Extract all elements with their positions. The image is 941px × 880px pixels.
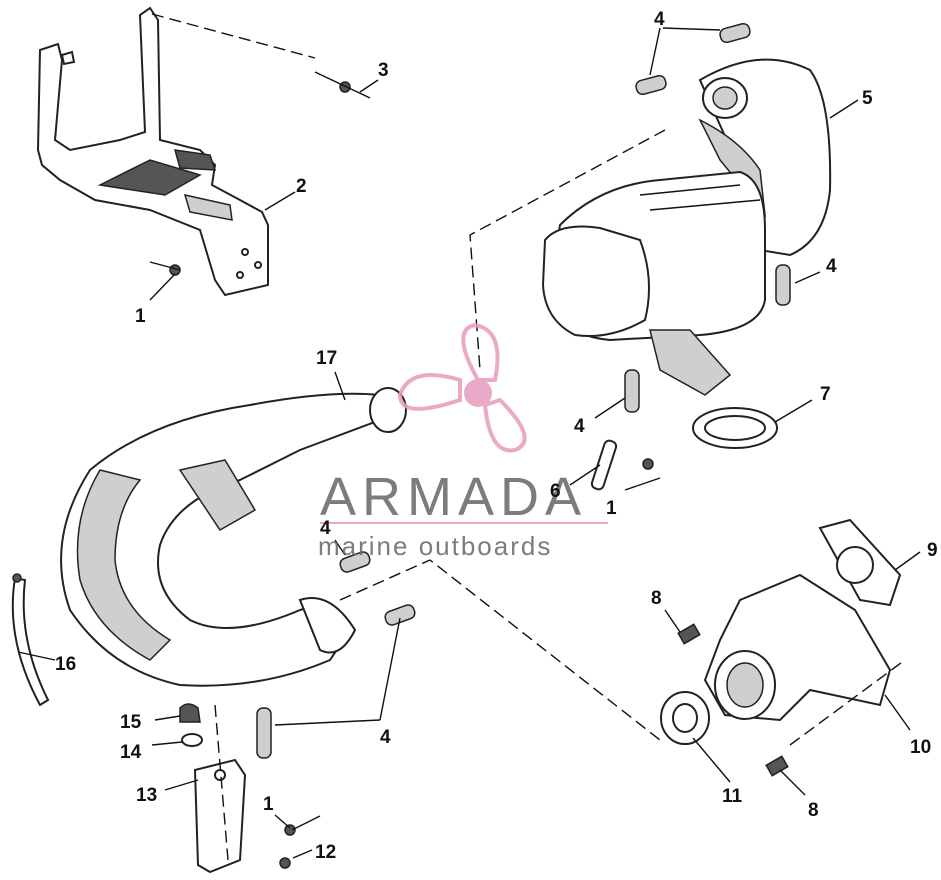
callout-2: 2 bbox=[296, 176, 307, 197]
callout-8: 8 bbox=[651, 588, 662, 609]
callout-13: 13 bbox=[136, 785, 157, 806]
callout-1: 1 bbox=[263, 794, 274, 815]
part-lower-mount bbox=[179, 703, 247, 874]
callout-17: 17 bbox=[316, 348, 337, 369]
callout-7: 7 bbox=[820, 384, 831, 405]
callout-4: 4 bbox=[320, 518, 331, 539]
callout-10: 10 bbox=[910, 737, 931, 758]
callout-1: 1 bbox=[606, 498, 617, 519]
watermark-tagline: marine outboards bbox=[318, 531, 552, 561]
callout-numbers: 1 2 3 4 5 4 17 7 4 6 1 4 9 8 16 15 4 10 … bbox=[55, 9, 938, 863]
leader-lines bbox=[17, 27, 921, 859]
callout-12: 12 bbox=[315, 842, 336, 863]
part-gasket-ring bbox=[692, 407, 778, 449]
callout-6: 6 bbox=[550, 481, 561, 502]
part-manifold bbox=[660, 518, 902, 745]
callout-1: 1 bbox=[135, 306, 146, 327]
callout-5: 5 bbox=[862, 88, 873, 109]
callout-11: 11 bbox=[722, 786, 743, 807]
callout-15: 15 bbox=[120, 712, 142, 733]
callout-14: 14 bbox=[120, 742, 142, 763]
callout-9: 9 bbox=[927, 540, 938, 561]
callout-3: 3 bbox=[378, 60, 389, 81]
part-muffler bbox=[541, 58, 832, 396]
watermark: ARMADA marine outboards bbox=[318, 322, 608, 561]
propeller-icon bbox=[397, 322, 527, 453]
part-clip bbox=[590, 439, 618, 491]
callout-4: 4 bbox=[826, 256, 837, 277]
callout-4: 4 bbox=[654, 9, 665, 30]
callout-16: 16 bbox=[55, 654, 76, 675]
callout-4: 4 bbox=[380, 727, 391, 748]
part-mounting-bracket bbox=[36, 6, 269, 297]
part-springs bbox=[256, 22, 791, 759]
part-strap bbox=[11, 573, 50, 707]
callout-4: 4 bbox=[574, 416, 585, 437]
part-expansion-chamber bbox=[60, 387, 407, 687]
callout-8: 8 bbox=[808, 800, 819, 821]
watermark-brand: ARMADA bbox=[320, 467, 587, 527]
